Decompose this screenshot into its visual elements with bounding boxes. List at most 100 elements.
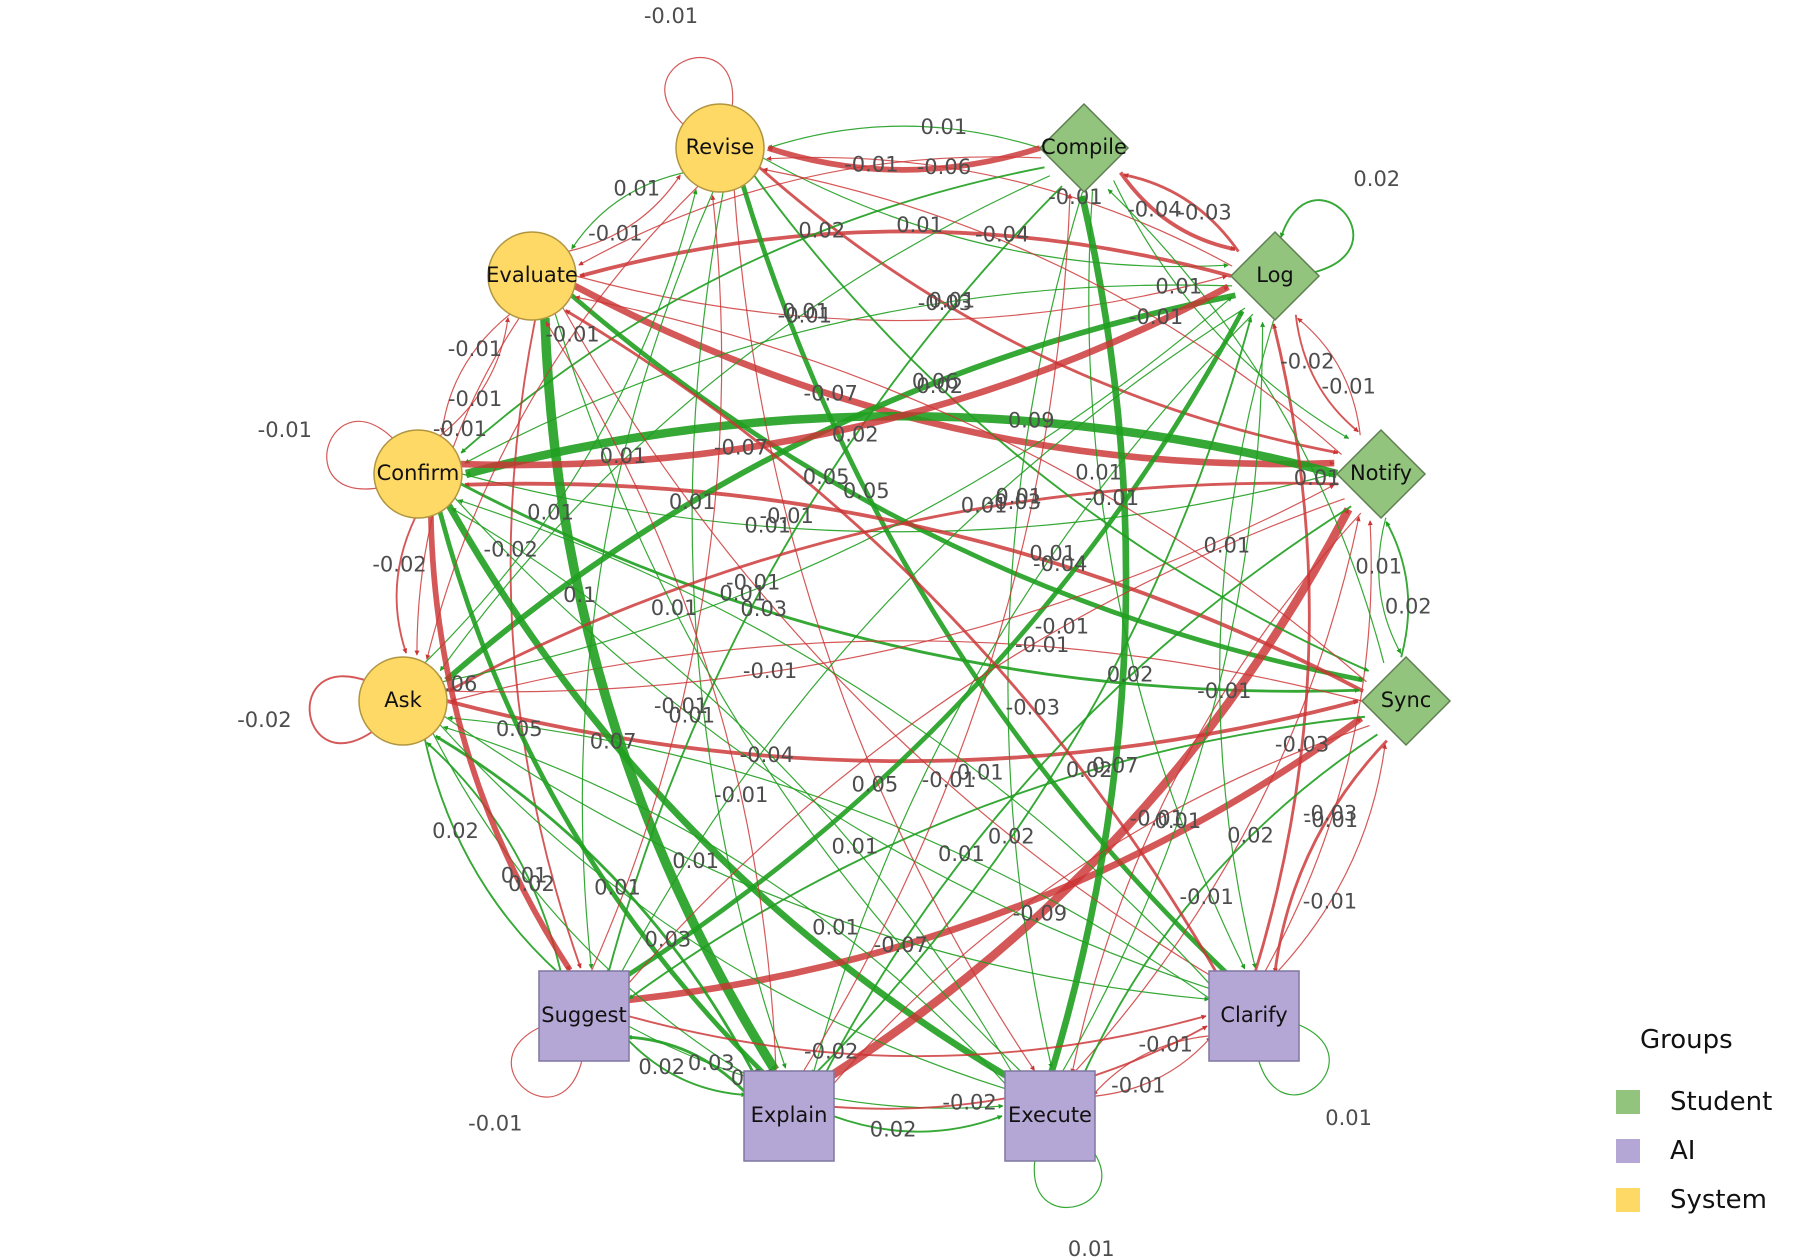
edge-weight-label: 0.02 <box>870 1117 917 1141</box>
edge-weight-label: -0.01 <box>654 694 708 718</box>
edge-evaluate-to-log-17 <box>575 274 1228 322</box>
legend-item-student: Student <box>1600 1077 1790 1126</box>
edge-weight-label: -0.01 <box>1322 375 1376 399</box>
edge-sync-to-clarify-101 <box>1272 739 1388 974</box>
edge-revise-to-clarify-23 <box>740 184 1231 977</box>
edge-sync-to-explain-60 <box>828 724 1370 1090</box>
edge-clarify-to-sync-76 <box>1272 743 1388 977</box>
edge-weight-label: 0.01 <box>600 444 647 468</box>
edge-explain-to-log-63 <box>810 317 1253 1079</box>
edge-weight-label: 0.01 <box>1075 461 1122 485</box>
edge-weight-label: 0.05 <box>496 717 543 741</box>
edge-weight-label: 0.01 <box>929 288 976 312</box>
edge-sync-to-notify-27 <box>1385 521 1410 658</box>
edge-explain-to-notify-49 <box>816 507 1353 1088</box>
node-clarify: Clarify <box>1208 970 1300 1062</box>
edge-clarify-to-execute-46 <box>1092 1034 1215 1096</box>
edge-compile-to-clarify-93 <box>1088 191 1246 970</box>
edge-confirm-to-evaluate-29 <box>439 317 510 437</box>
edge-execute-to-execute-5 <box>1033 1137 1103 1209</box>
edge-notify-to-revise-95 <box>762 167 1342 455</box>
edge-weight-label: 0.01 <box>744 514 791 538</box>
edge-evaluate-to-clarify-73 <box>562 307 1221 983</box>
edge-weight-label: 0.05 <box>843 479 890 503</box>
edge-weight-label: -0.07 <box>874 933 928 957</box>
edge-weight-label: -0.09 <box>1013 901 1067 925</box>
edge-ask-to-suggest-52 <box>423 738 561 976</box>
edge-weight-label: 0.01 <box>1355 554 1402 578</box>
node-shape-circle <box>358 656 448 746</box>
edge-weight-label: -0.01 <box>726 571 780 595</box>
edge-weight-label: -0.01 <box>258 418 312 442</box>
edge-notify-to-suggest-80 <box>623 498 1345 990</box>
edge-weight-label: -0.01 <box>1015 633 1069 657</box>
edge-weight-label: -0.02 <box>484 538 538 562</box>
node-label: Notify <box>1350 461 1412 485</box>
edge-weight-label: -0.02 <box>942 1091 996 1115</box>
node-label: Suggest <box>541 1003 626 1027</box>
edge-weight-label: 0.01 <box>1325 1106 1372 1130</box>
edge-weight-label: 0.07 <box>1092 753 1139 777</box>
edge-weight-label: 0.07 <box>590 729 637 753</box>
edge-compile-to-notify-86 <box>1113 180 1350 440</box>
edge-weight-label: -0.01 <box>1035 614 1089 638</box>
edge-weight-label: 0.01 <box>1155 275 1202 299</box>
node-label: Clarify <box>1220 1003 1287 1027</box>
edge-weight-label: -0.06 <box>917 155 971 179</box>
edge-log-to-suggest-70 <box>616 307 1246 982</box>
legend-item-system: System <box>1600 1175 1790 1224</box>
edge-weight-label: 0.01 <box>668 703 715 727</box>
edge-execute-to-notify-50 <box>1069 516 1361 1078</box>
node-label: Evaluate <box>486 263 578 287</box>
edge-sync-to-confirm-33 <box>464 481 1365 693</box>
edge-weight-label: -0.01 <box>844 153 898 177</box>
node-confirm: Confirm <box>373 429 463 519</box>
edge-clarify-to-evaluate-92 <box>564 309 1225 986</box>
edge-suggest-to-log-42 <box>612 309 1245 986</box>
edge-ask-to-explain-54 <box>432 732 757 1082</box>
node-shape-diamond <box>1229 230 1321 322</box>
node-execute: Execute <box>1004 1070 1096 1162</box>
edge-revise-to-log-10 <box>762 157 1229 268</box>
edge-weight-label: 0.02 <box>916 374 963 398</box>
edge-weight-label: -0.03 <box>987 490 1041 514</box>
edge-execute-to-confirm-74 <box>451 507 1020 1085</box>
edge-evaluate-to-notify-18 <box>573 283 1335 468</box>
edge-revise-to-ask-83 <box>425 185 699 660</box>
edge-weight-label: 0.06 <box>912 370 959 394</box>
edge-weight-label: -0.01 <box>1139 1033 1193 1057</box>
edge-notify-to-ask-71 <box>449 481 1339 692</box>
node-shape-square <box>1004 1070 1096 1162</box>
edge-clarify-to-confirm-77 <box>457 499 1218 993</box>
edge-sync-to-execute-78 <box>1080 733 1378 1081</box>
edge-weight-label: 0.01 <box>669 490 716 514</box>
node-revise: Revise <box>675 103 765 193</box>
edge-confirm-to-notify-32 <box>461 472 1334 533</box>
edge-confirm-to-clarify-72 <box>454 497 1215 991</box>
edge-weight-label: 0.01 <box>896 213 943 237</box>
edge-weight-label: -0.01 <box>1304 808 1358 832</box>
edge-weight-label: 0.02 <box>1353 167 1400 191</box>
edge-weight-label: 0.02 <box>1107 663 1154 687</box>
edge-weight-label: -0.01 <box>1085 486 1139 510</box>
node-evaluate: Evaluate <box>486 231 578 321</box>
edge-weight-label: 0.01 <box>812 916 859 940</box>
legend-swatch-system <box>1616 1187 1640 1212</box>
node-shape-square <box>538 970 630 1062</box>
node-suggest: Suggest <box>538 970 630 1062</box>
node-shape-diamond <box>1038 102 1130 194</box>
edge-compile-to-suggest-68 <box>606 185 1063 975</box>
edge-confirm-to-confirm-2 <box>326 420 397 491</box>
legend-item-ai: AI <box>1600 1126 1790 1175</box>
edge-weight-label: 0.01 <box>938 842 985 866</box>
edge-weight-label: 0.01 <box>961 494 1008 518</box>
edge-ask-to-log-82 <box>442 296 1233 683</box>
legend-swatch-ai <box>1616 1138 1640 1163</box>
edge-weight-label: 0.02 <box>432 819 479 843</box>
edge-weight-label: -0.01 <box>1111 1074 1165 1098</box>
edge-weight-label: 0.1 <box>563 583 596 607</box>
edge-weight-label: -0.04 <box>1127 197 1181 221</box>
edge-weight-label: 0.02 <box>1066 758 1113 782</box>
edge-weight-label: -0.07 <box>714 436 768 460</box>
node-shape-circle <box>487 231 577 321</box>
